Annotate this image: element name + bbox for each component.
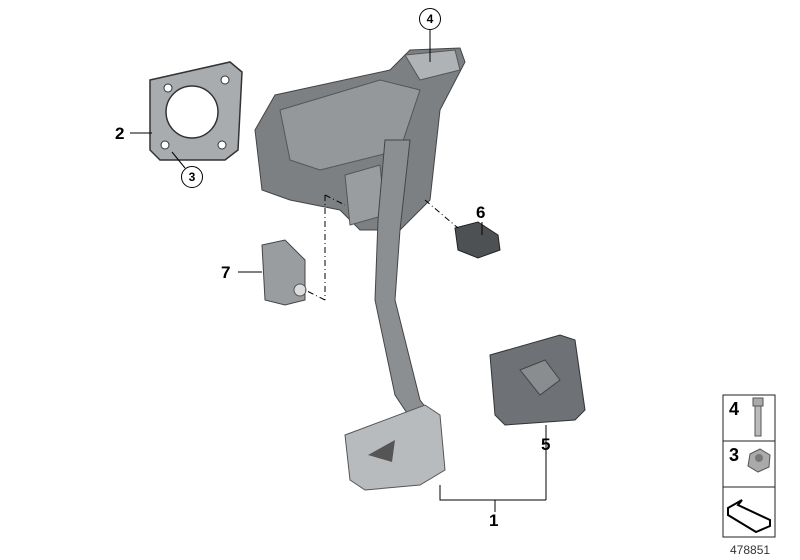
gasket-part: [149, 61, 243, 161]
callout-2: 2: [115, 124, 125, 143]
callout-7: 7: [221, 263, 231, 282]
legend-box: [722, 394, 776, 538]
legend-number-bolt: 4: [729, 399, 740, 419]
pedal-plate: [344, 404, 446, 491]
bolt-icon: [752, 397, 764, 437]
legend-number-nut: 3: [729, 445, 740, 465]
direction-arrow-icon: [727, 499, 771, 534]
switch-part: [454, 221, 501, 259]
callout-1: 1: [489, 511, 499, 530]
callout-6: 6: [476, 203, 486, 222]
hex-flange-nut-icon: [747, 448, 771, 473]
diagram-number: 478851: [730, 543, 771, 557]
pedal-bracket: [254, 47, 466, 231]
callout-5: 5: [541, 435, 551, 454]
callout-4: 4: [419, 8, 441, 30]
callout-3: 3: [181, 166, 203, 188]
